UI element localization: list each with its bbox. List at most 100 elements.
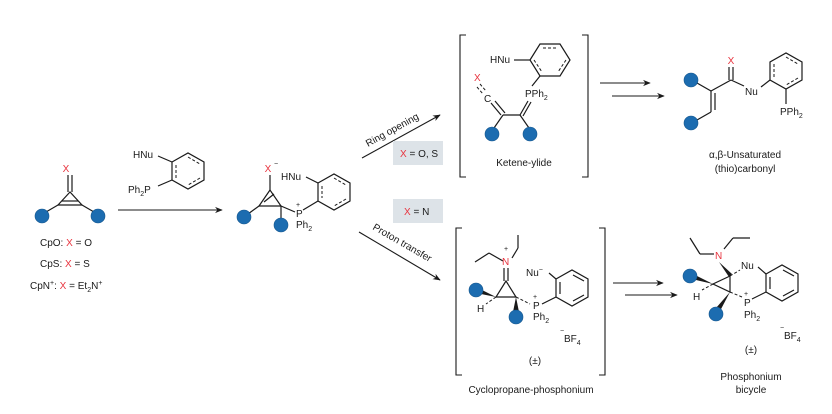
hash-bond <box>729 269 741 277</box>
legend-cpn: CpN+: X = Et2N+ <box>30 280 102 294</box>
ketene-ylide-structure: HNu PPh2 X C Ketene-ylide <box>474 43 571 169</box>
bond <box>730 79 745 87</box>
bond <box>757 266 767 275</box>
bond <box>696 82 712 92</box>
benzene-ring <box>769 52 803 90</box>
substituent-ball <box>683 115 699 131</box>
carbon-label: C <box>484 94 491 105</box>
proton-transfer-label: Proton transfer <box>371 222 434 265</box>
hash-bond <box>515 296 531 305</box>
right-bracket <box>582 34 589 178</box>
bf4-label: BF4 <box>784 331 801 344</box>
double-bond-line <box>490 102 502 116</box>
wedge-bond <box>513 297 519 312</box>
ylide-bond <box>522 101 532 117</box>
substituent-ball <box>682 268 698 284</box>
bond <box>157 179 173 187</box>
hash-bond <box>701 283 714 291</box>
ph2-label: Ph2 <box>744 310 760 323</box>
aromatic-dashes <box>773 56 799 86</box>
bf4-charge: − <box>560 328 564 335</box>
adduct-structure: X − HNu + P Ph2 <box>236 161 351 233</box>
bond <box>548 272 557 280</box>
product-name-line1: Phosphonium <box>720 372 781 383</box>
benzene-ring <box>529 43 571 77</box>
aromatic-inner-bonds <box>559 274 585 302</box>
ethyl-bond <box>723 237 734 250</box>
phosphorus-label: P <box>533 301 540 312</box>
bf4-charge: − <box>780 325 784 332</box>
x-atom-label: X <box>63 164 70 175</box>
positive-charge: + <box>296 202 300 209</box>
pph2-label: Ph2P <box>128 185 151 198</box>
p-positive-charge: + <box>744 291 748 298</box>
legend-cpo: CpO: X = O <box>40 238 92 249</box>
product-name-line2: (thio)carbonyl <box>715 164 776 175</box>
pph2-label: PPh2 <box>525 89 548 102</box>
cyclopropane-phosphonium-name: Cyclopropane-phosphonium <box>468 385 593 396</box>
ethyl-bond <box>474 252 490 263</box>
substituent-ball <box>236 209 252 225</box>
bond <box>493 114 504 129</box>
pph2-label: PPh2 <box>780 107 803 120</box>
ring-double-bond <box>263 193 275 203</box>
benzene-ring <box>317 173 351 211</box>
left-bracket <box>459 34 466 178</box>
racemic-label: (±) <box>745 345 757 356</box>
aromatic-inner-bonds <box>769 269 795 297</box>
left-bracket <box>455 227 462 376</box>
nu-label: Nu <box>741 261 754 272</box>
cyclopropenone-structure: X <box>34 164 106 224</box>
bond <box>45 204 59 213</box>
phosphorus-label: P <box>744 298 751 309</box>
racemic-label: (±) <box>529 356 541 367</box>
product-name-line2: bicycle <box>736 385 767 396</box>
bond <box>302 200 319 211</box>
benzene-ring <box>171 152 205 190</box>
ph2-label: Ph2 <box>533 312 549 325</box>
aromatic-dashes <box>175 156 201 186</box>
bond <box>280 205 296 213</box>
aromatic-dashes <box>321 177 347 207</box>
hnu-label: HNu <box>133 150 153 161</box>
ylide-bond <box>519 100 529 116</box>
cyclopropane-ring <box>494 279 518 298</box>
nitrogen-label: N <box>502 257 509 268</box>
substituent-ball <box>508 309 524 325</box>
bond <box>531 75 541 87</box>
bond <box>696 111 712 121</box>
x-atom-label: X <box>265 164 272 175</box>
product-name-line1: α,β-Unsaturated <box>709 150 781 161</box>
nu-label: Nu <box>745 87 758 98</box>
hnu-label: HNu <box>490 55 510 66</box>
unsaturated-carbonyl-structure: X Nu PPh2 α,β-Unsaturated (thio)carbonyl <box>683 52 803 175</box>
h-label: H <box>693 292 700 303</box>
n-positive-charge: + <box>504 246 508 253</box>
bf4-label: BF4 <box>564 334 581 347</box>
bond <box>710 79 732 92</box>
ketene-ylide-name: Ketene-ylide <box>496 158 552 169</box>
ethyl-bond <box>488 252 504 262</box>
legend-cps: CpS: X = S <box>40 259 90 270</box>
bond <box>541 296 557 305</box>
cyclopropene-ring <box>56 191 84 206</box>
bond <box>751 291 767 300</box>
nu-label: Nu− <box>526 267 543 279</box>
phosphonium-bicycle-structure: N H Nu + P Ph2 − BF4 (±) Phosphonium bic… <box>682 237 801 396</box>
hash-bond <box>485 296 497 305</box>
substituent-ball <box>468 282 484 298</box>
substituent-ball <box>273 217 289 233</box>
substituent-ball <box>484 126 500 142</box>
ring-opening-arrow <box>361 114 441 159</box>
bond <box>305 176 319 184</box>
cumulene-bond <box>476 83 487 95</box>
cyclopropane-ring <box>711 275 731 293</box>
x-atom-label: X <box>474 73 481 84</box>
benzene-ring <box>555 269 589 307</box>
substituent-ball <box>522 126 538 142</box>
proton-transfer-arrow <box>358 231 441 281</box>
wedge-bond <box>716 292 730 311</box>
negative-charge: − <box>274 161 278 168</box>
p-positive-charge: + <box>533 294 537 301</box>
